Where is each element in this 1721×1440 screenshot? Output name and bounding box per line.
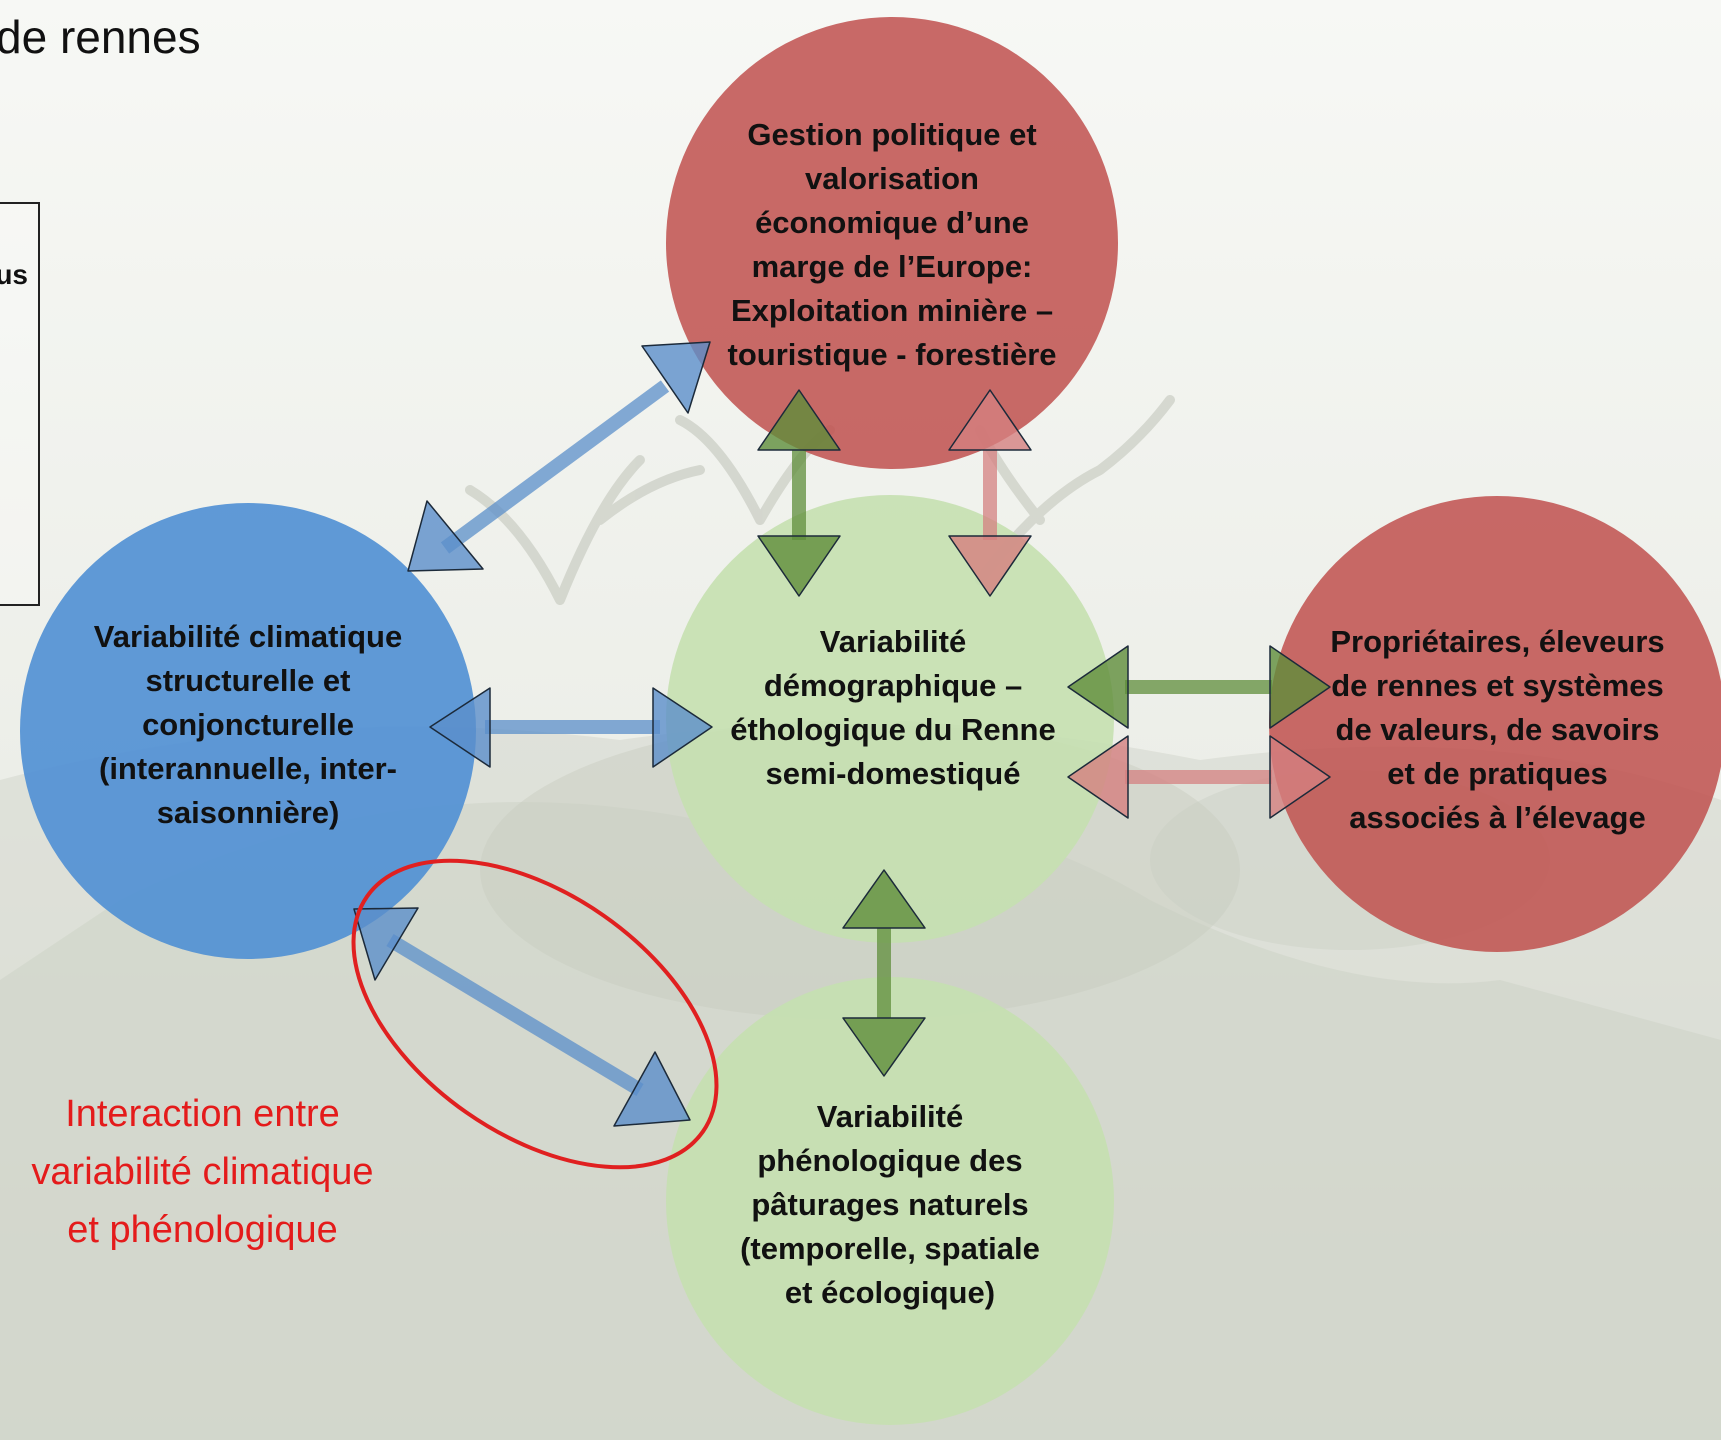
node-climat-circle [20, 503, 476, 959]
arrowhead-green-down-paturages [842, 1017, 926, 1077]
arrowhead-green-down-renne [757, 535, 841, 597]
node-paturages-circle [666, 977, 1114, 1425]
arrowhead-toward-climat-lower [353, 907, 419, 981]
arrowhead-green-up-politique [757, 389, 841, 451]
connector-climat-paturages [386, 933, 644, 1097]
arrowhead-red-toward-proprietaires [1269, 735, 1331, 819]
arrowhead-toward-climat-left [429, 687, 491, 768]
arrowhead-red-toward-renne [1067, 735, 1129, 819]
arrowhead-green-up-renne [842, 869, 926, 929]
legend-text-fragment: us [0, 259, 28, 290]
slide-title-fragment: de rennes [0, 11, 201, 63]
arrowhead-green-toward-renne [1067, 645, 1129, 729]
highlight-ellipse [351, 858, 719, 1170]
interaction-annotation: Interaction entre variabilité climatique… [31, 1093, 374, 1251]
arrowhead-green-toward-proprietaires [1269, 645, 1331, 729]
legend-box: us [0, 202, 40, 606]
arrowhead-toward-paturages [613, 1051, 691, 1127]
arrowhead-toward-climat-upper [407, 500, 484, 572]
node-renne-circle [666, 495, 1114, 943]
arrowhead-red-down-renne [948, 535, 1032, 597]
connector-climat-politique [440, 380, 670, 554]
arrowhead-toward-politique [641, 341, 711, 414]
node-politique-circle [666, 17, 1118, 469]
arrowhead-toward-renne-left [652, 687, 713, 768]
arrowhead-red-up-politique [948, 389, 1032, 451]
node-proprietaires-circle [1269, 496, 1721, 952]
